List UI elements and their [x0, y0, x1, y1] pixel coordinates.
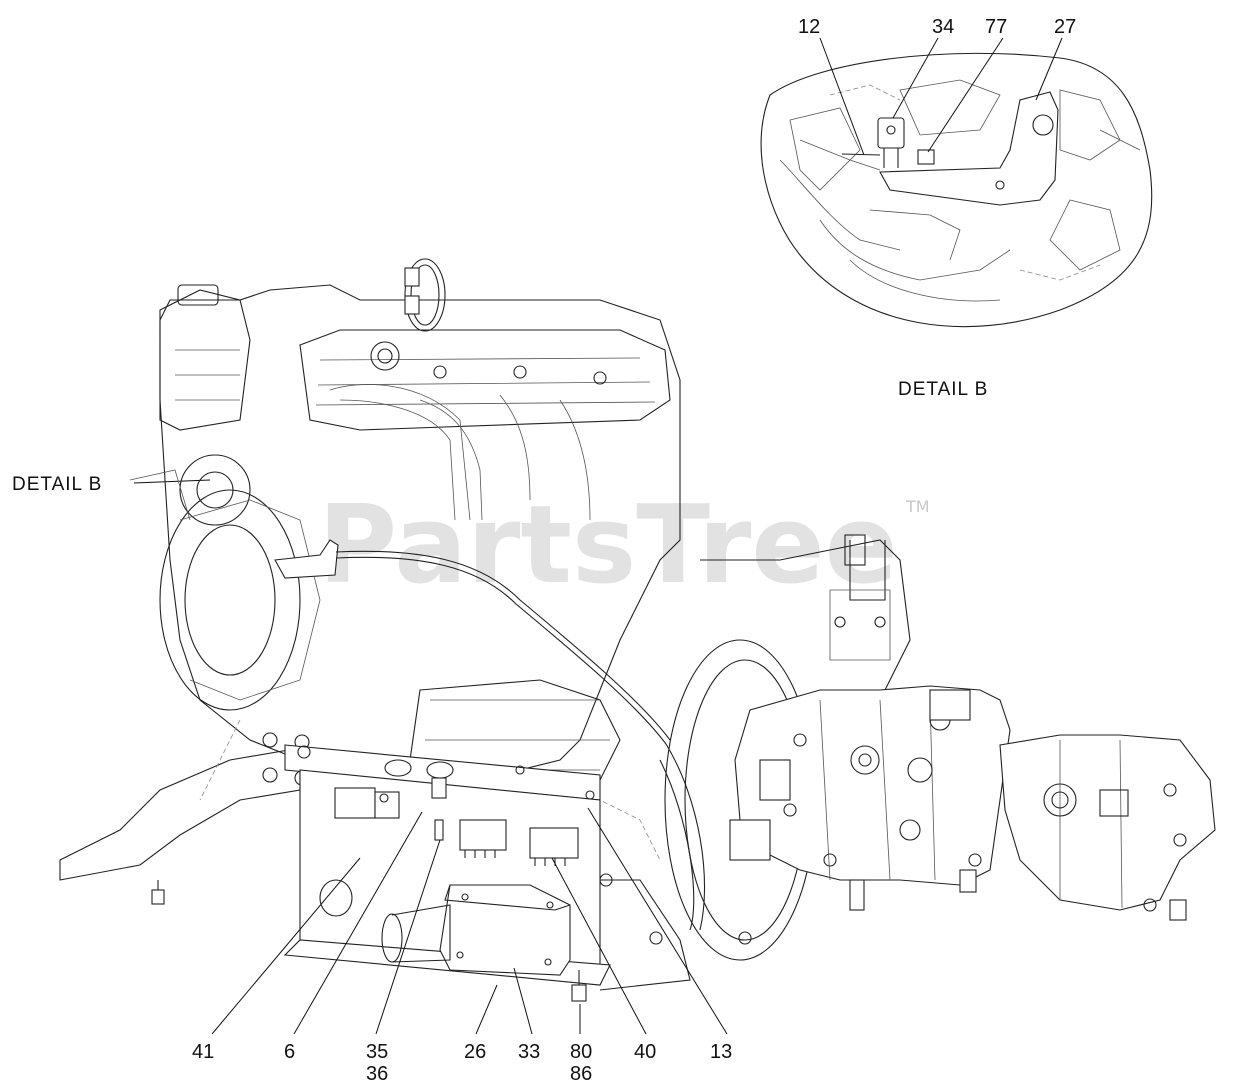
watermark-trademark: TM	[905, 497, 930, 516]
callout-13: 13	[710, 1041, 732, 1063]
detail-label-inset: DETAIL B	[898, 379, 988, 400]
hose-clamp	[404, 258, 446, 332]
detail-b-inset	[760, 52, 1153, 328]
leader-35	[375, 839, 441, 1035]
leader-40	[551, 857, 647, 1035]
leader-77	[927, 37, 1004, 153]
callout-80: 80	[570, 1041, 592, 1063]
leader-12	[819, 37, 865, 156]
leader-41	[211, 857, 361, 1035]
detail-label-left: DETAIL B	[12, 474, 102, 495]
callout-26: 26	[464, 1041, 486, 1063]
callout-27: 27	[1054, 16, 1076, 38]
callout-35: 35	[366, 1041, 388, 1063]
hydraulic-pump	[729, 685, 1216, 921]
leader-33	[513, 967, 533, 1035]
callout-36: 36	[366, 1063, 388, 1085]
leader-6	[293, 811, 423, 1035]
leader-detail-b	[133, 479, 211, 484]
control-panel-bracket	[283, 744, 611, 1002]
callout-77: 77	[985, 16, 1007, 38]
leader-26	[475, 984, 498, 1035]
callout-6: 6	[284, 1041, 295, 1063]
engine-assembly	[59, 284, 691, 991]
callout-12: 12	[798, 16, 820, 38]
callout-86: 86	[570, 1063, 592, 1085]
callout-41: 41	[192, 1041, 214, 1063]
leader-34	[892, 37, 939, 119]
callout-33: 33	[518, 1041, 540, 1063]
callout-40: 40	[634, 1041, 656, 1063]
leader-27	[1035, 37, 1063, 101]
watermark-text: PartsTree	[318, 483, 898, 608]
callout-34: 34	[932, 16, 954, 38]
leader-13	[587, 807, 728, 1035]
